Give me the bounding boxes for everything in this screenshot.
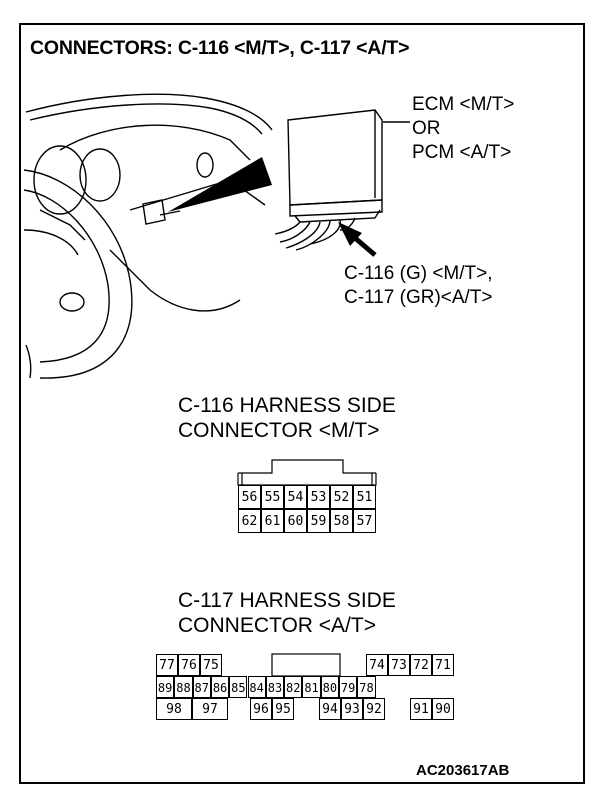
c117-pin-88: 88 <box>174 676 193 698</box>
c116-pin-53: 53 <box>307 485 330 509</box>
c117-pin-73: 73 <box>388 654 410 676</box>
c117-pin-97: 97 <box>192 698 228 720</box>
c117-pin-82: 82 <box>284 676 303 698</box>
c117-pin-71: 71 <box>432 654 454 676</box>
c116-title-line1: C-116 HARNESS SIDE <box>178 394 396 417</box>
c116-pin-56: 56 <box>238 485 261 509</box>
c117-pin-87: 87 <box>192 676 211 698</box>
c116-pin-59: 59 <box>307 509 330 533</box>
steering-wheel <box>23 169 133 379</box>
c117-pin-86: 86 <box>210 676 230 698</box>
c117-pin-77: 77 <box>156 654 178 676</box>
c117-pin-94: 94 <box>319 698 341 720</box>
c117-pin-75: 75 <box>200 654 222 676</box>
c117-title-line2: CONNECTOR <A/T> <box>178 614 376 637</box>
c117-pin-78: 78 <box>357 676 376 698</box>
c116-pin-54: 54 <box>284 485 307 509</box>
c117-title-line1: C-117 HARNESS SIDE <box>178 589 396 612</box>
c117-pin-98: 98 <box>156 698 192 720</box>
ecm-label-line3: PCM <A/T> <box>412 142 512 163</box>
c116-pin-51: 51 <box>353 485 376 509</box>
c117-pin-90: 90 <box>432 698 454 720</box>
c117-pin-72: 72 <box>410 654 432 676</box>
gauge-pod-right <box>79 148 121 202</box>
c117-pin-79: 79 <box>339 676 358 698</box>
c117-pin-76: 76 <box>178 654 200 676</box>
c117-pin-91: 91 <box>410 698 432 720</box>
c116-title-line2: CONNECTOR <M/T> <box>178 419 380 442</box>
ecm-box <box>287 109 383 206</box>
c117-pin-89: 89 <box>156 676 175 698</box>
c117-pin-80: 80 <box>320 676 339 698</box>
pointer-label-line1: C-116 (G) <M/T>, <box>344 263 493 284</box>
gauge-pod-left <box>33 145 87 215</box>
c116-pin-52: 52 <box>330 485 353 509</box>
zoom-wedge <box>168 157 272 212</box>
c117-pin-85: 85 <box>229 676 248 698</box>
ecm-label-line1: ECM <M/T> <box>412 94 515 115</box>
c117-pin-95: 95 <box>272 698 294 720</box>
pointer-label-line2: C-117 (GR)<A/T> <box>344 287 493 308</box>
dashboard-top-edge <box>25 93 273 131</box>
c117-pin-74: 74 <box>366 654 388 676</box>
diagram-frame <box>19 23 585 784</box>
figure-code: AC203617AB <box>416 762 510 779</box>
wire-harness <box>274 221 301 235</box>
c117-pin-83: 83 <box>265 676 285 698</box>
diagram-title: CONNECTORS: C-116 <M/T>, C-117 <A/T> <box>30 37 410 59</box>
dashboard-face <box>59 124 251 161</box>
c117-pin-92: 92 <box>363 698 385 720</box>
c116-pin-62: 62 <box>238 509 261 533</box>
dashboard-inner-edge <box>29 103 263 135</box>
c117-pin-93: 93 <box>341 698 363 720</box>
c116-pin-60: 60 <box>284 509 307 533</box>
c117-pin-81: 81 <box>302 676 321 698</box>
c116-pin-57: 57 <box>353 509 376 533</box>
ecm-label-line2: OR <box>412 118 441 139</box>
c117-pin-84: 84 <box>247 676 266 698</box>
c116-pin-55: 55 <box>261 485 284 509</box>
c116-pin-58: 58 <box>330 509 353 533</box>
c116-pin-61: 61 <box>261 509 284 533</box>
c117-pin-96: 96 <box>250 698 272 720</box>
